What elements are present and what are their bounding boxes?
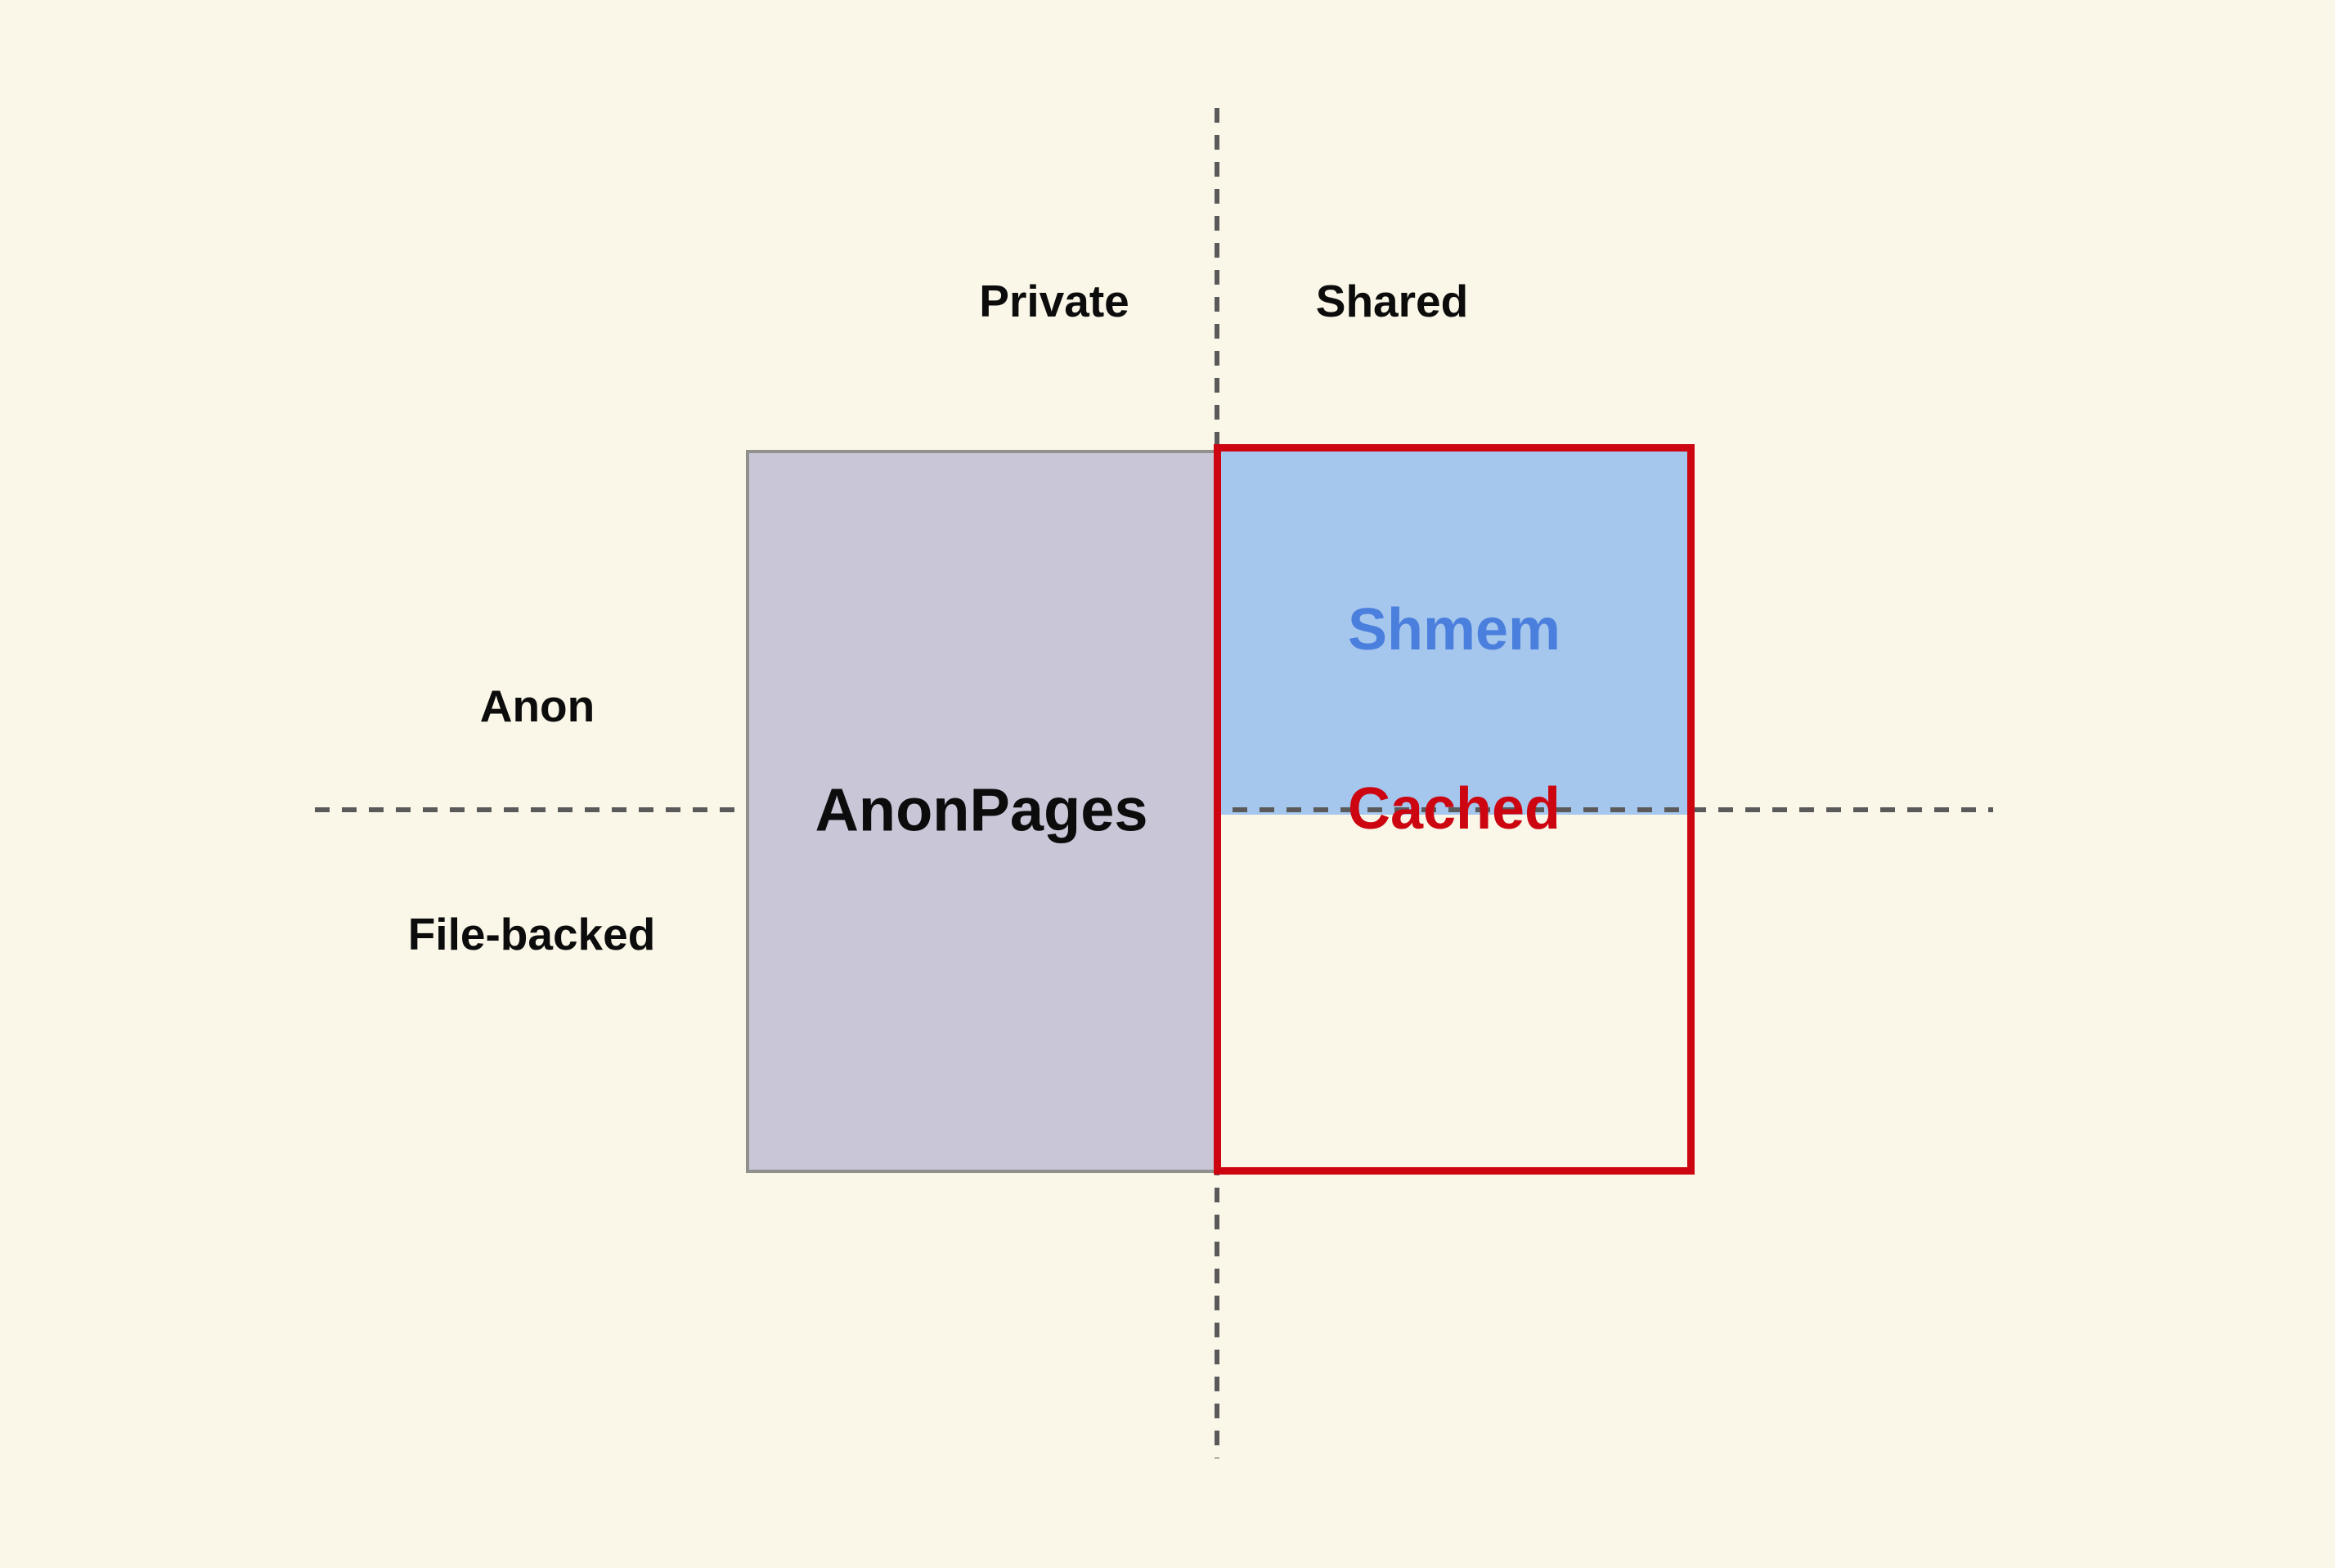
shmem-region-fill: [1217, 447, 1691, 815]
axis-label-file-backed: File-backed: [407, 909, 656, 959]
cached-label: Cached: [1347, 776, 1561, 842]
axis-label-anon: Anon: [479, 681, 595, 731]
axis-label-shared: Shared: [1315, 276, 1469, 326]
axis-label-private: Private: [979, 276, 1129, 326]
cached-region-outline: [1214, 444, 1695, 1175]
anonpages-region-box: [746, 450, 1217, 1173]
anonpages-label: AnonPages: [815, 775, 1148, 844]
shmem-label: Shmem: [1347, 597, 1561, 663]
